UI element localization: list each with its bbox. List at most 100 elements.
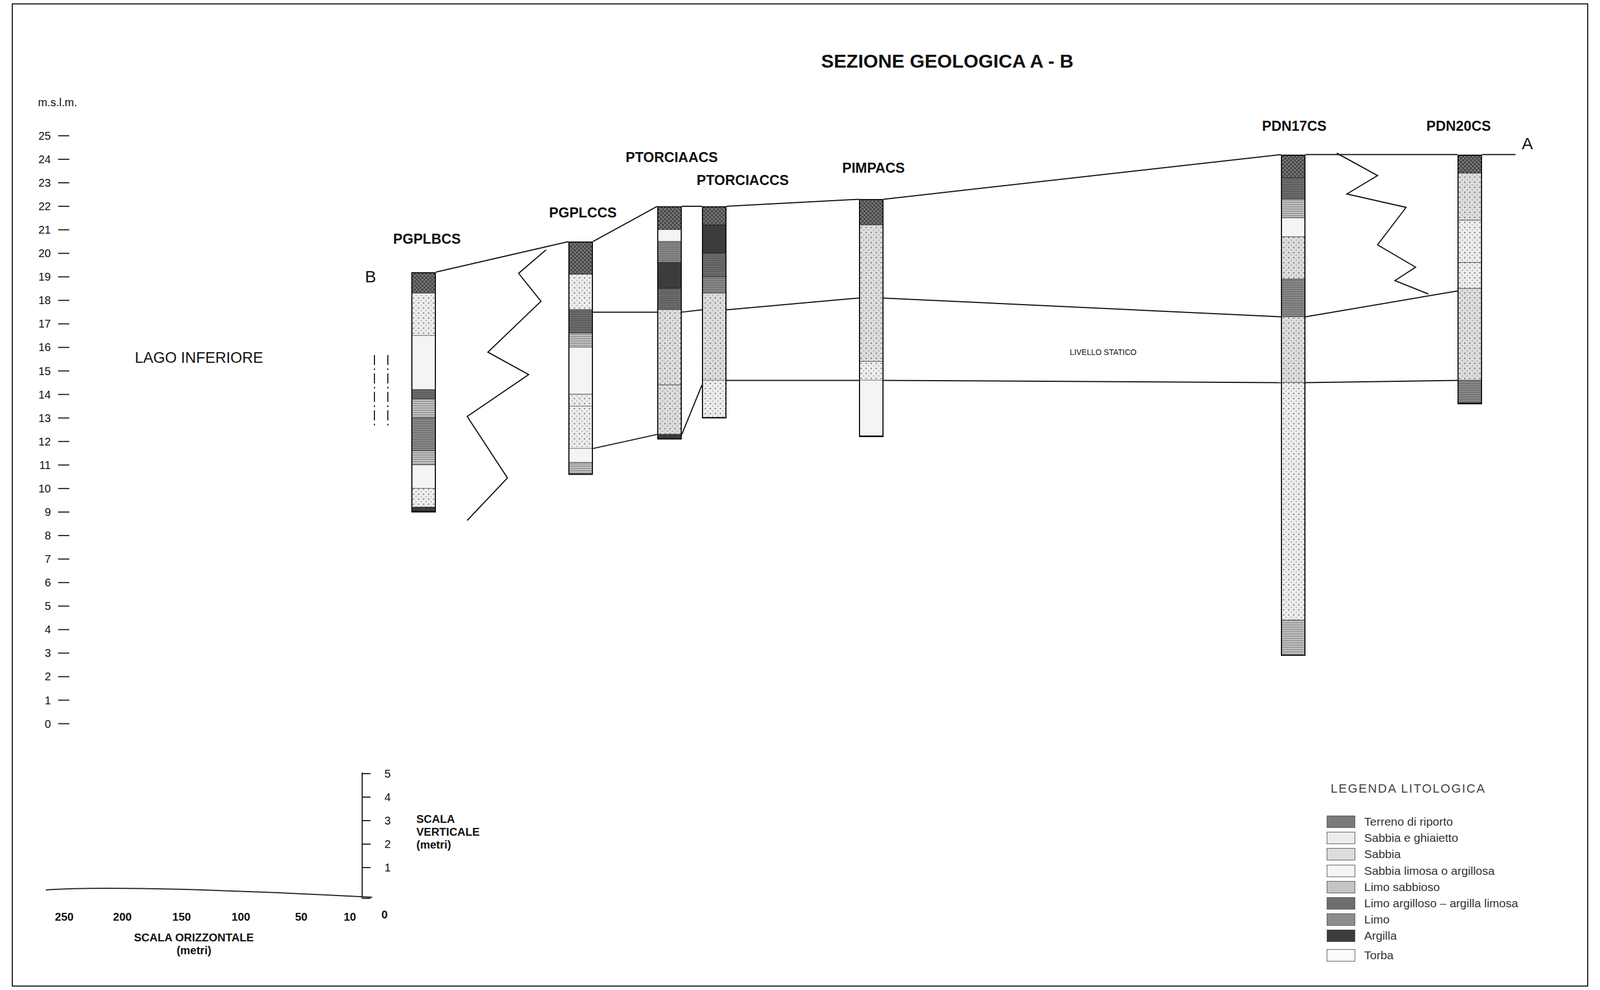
soil-layer — [411, 399, 436, 419]
diagram-title: SEZIONE GEOLOGICA A - B — [820, 50, 1074, 73]
soil-texture — [411, 418, 436, 451]
stratum-line — [726, 379, 859, 381]
soil-layer — [411, 464, 436, 489]
axis-number: 13 — [38, 411, 51, 425]
soil-layer — [1280, 178, 1306, 200]
ground-surface-line — [1305, 154, 1458, 156]
ground-surface-line — [883, 154, 1281, 200]
soil-texture — [411, 488, 436, 508]
soil-layer — [1280, 236, 1306, 280]
soil-layer — [568, 347, 593, 394]
soil-texture — [1280, 236, 1306, 280]
borehole-layers — [411, 154, 1483, 656]
ground-line — [1482, 154, 1516, 156]
legend-text: Limo argilloso – argilla limosa — [1364, 896, 1518, 910]
axis-tick — [58, 723, 70, 725]
borehole-name: PDN20CS — [1426, 117, 1491, 135]
soil-layer — [858, 225, 884, 362]
scale-number: 250 — [54, 910, 74, 924]
axis-number: 11 — [39, 458, 51, 472]
unit-label: m.s.l.m. — [38, 96, 78, 109]
soil-layer — [568, 241, 593, 275]
note-label: LIVELLO STATICO — [1069, 347, 1137, 357]
borehole-name: PTORCIACCS — [696, 172, 790, 189]
ground-surface-line — [726, 198, 859, 207]
stratum-line — [1305, 380, 1458, 383]
soil-texture — [568, 309, 593, 334]
legend-title: LEGENDA LITOLOGICA — [1330, 781, 1486, 796]
soil-layer — [701, 293, 727, 381]
soil-layer — [568, 333, 593, 348]
soil-texture — [701, 206, 727, 226]
soil-layer — [568, 309, 593, 334]
borehole-column: PDN17CS — [1280, 154, 1306, 656]
axis-tick — [58, 464, 70, 466]
scale-number: 5 — [384, 767, 391, 781]
axis-tick — [58, 534, 70, 536]
horizontal-scale-bar — [45, 888, 373, 897]
axis-number: 16 — [38, 340, 51, 354]
axis-tick — [58, 346, 70, 348]
axis-ticks — [58, 135, 371, 899]
soil-layer — [1280, 382, 1306, 621]
legend-text: Limo sabbioso — [1364, 880, 1440, 894]
soil-layer — [411, 450, 436, 465]
axis-tick — [58, 182, 70, 184]
frame — [12, 3, 1588, 986]
soil-layer — [1457, 288, 1483, 381]
soil-texture — [1280, 178, 1306, 200]
borehole-name: PDN17CS — [1261, 117, 1327, 135]
scale-number: 4 — [384, 790, 391, 804]
axis-tick — [58, 511, 70, 513]
soil-texture — [858, 361, 884, 381]
axis-number: 24 — [38, 152, 51, 166]
stratum-line — [681, 385, 702, 435]
soil-texture — [701, 380, 727, 418]
soil-texture — [1280, 154, 1306, 179]
soil-layer — [657, 206, 682, 230]
soil-layer — [1457, 173, 1483, 221]
axis-tick — [58, 558, 70, 560]
vertical-scale-bar — [361, 772, 363, 899]
scale-tick — [362, 772, 371, 775]
soil-texture — [1280, 619, 1306, 655]
stratum-line — [592, 311, 658, 313]
soil-layer — [858, 198, 884, 225]
borehole-name: PTORCIAACS — [625, 149, 719, 166]
soil-layer — [657, 241, 682, 263]
axis-tick — [58, 487, 70, 489]
soil-layer — [411, 488, 436, 508]
axis-number: 25 — [38, 129, 51, 142]
axis-number: 12 — [38, 434, 51, 448]
soil-texture — [657, 309, 682, 386]
axis-number: 22 — [38, 200, 51, 213]
soil-texture — [411, 272, 436, 294]
soil-layer — [657, 385, 682, 435]
soil-layer — [411, 293, 436, 336]
axis-tick — [58, 370, 70, 372]
axis-number: 10 — [38, 481, 51, 495]
stratum-line — [883, 297, 1281, 317]
axis-tick — [58, 605, 70, 607]
axis-tick — [58, 417, 70, 419]
borehole-column: PGPLBCS — [411, 272, 436, 512]
legend-swatch — [1326, 929, 1356, 942]
axis-number: 8 — [44, 529, 51, 543]
soil-layer — [411, 389, 436, 400]
stratum-line — [883, 380, 1281, 383]
axis-number: 15 — [38, 364, 51, 378]
scale-number: 3 — [384, 814, 391, 828]
soil-texture — [411, 450, 436, 465]
soil-texture — [1280, 278, 1306, 317]
soil-texture — [1457, 154, 1483, 174]
soil-layer — [568, 448, 593, 463]
axis-tick — [58, 299, 70, 301]
soil-texture — [701, 276, 727, 293]
soil-texture — [568, 462, 593, 475]
soil-layer — [657, 309, 682, 386]
soil-texture — [1457, 380, 1483, 404]
axis-number: 3 — [44, 646, 51, 660]
axis-number: 2 — [44, 670, 51, 683]
legend-swatch — [1326, 864, 1356, 877]
